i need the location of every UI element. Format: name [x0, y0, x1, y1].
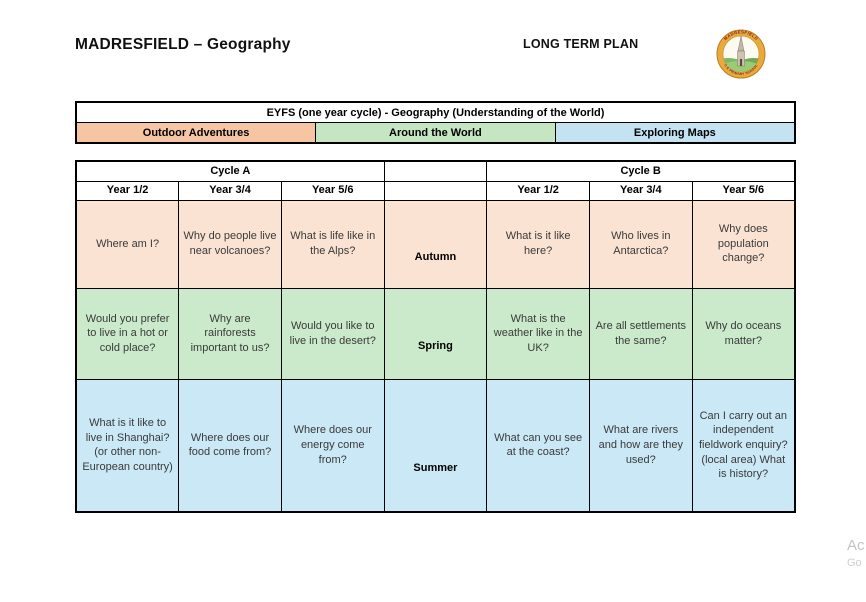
topic-cell: What is it like to live in Shanghai? (or… [75, 378, 180, 513]
season-column-spacer [383, 180, 488, 201]
page-title: MADRESFIELD – Geography [75, 36, 291, 53]
topic-cell: What is it like here? [486, 199, 590, 289]
activation-watermark-line1: Ac [847, 537, 865, 554]
crest-hills-and-church [723, 36, 759, 72]
cycle-a-year-3-4-header: Year 3/4 [178, 180, 282, 201]
topic-cell: What are rivers and how are they used? [588, 378, 693, 513]
topic-cell: Where am I? [75, 199, 180, 289]
topic-cell: Why do oceans matter? [691, 287, 796, 380]
topic-cell: Why are rainforests important to us? [178, 287, 282, 380]
topic-cell: Why does population change? [691, 199, 796, 289]
season-label-spring: Spring [383, 287, 488, 380]
eyfs-topic-exploring-maps: Exploring Maps [554, 122, 796, 144]
cycle-a-year-1-2-header: Year 1/2 [75, 180, 180, 201]
topic-cell: What is the weather like in the UK? [486, 287, 590, 380]
season-label-autumn: Autumn [383, 199, 488, 289]
topic-cell: What is life like in the Alps? [280, 199, 385, 289]
topic-cell: Are all settlements the same? [588, 287, 693, 380]
topic-cell: What can you see at the coast? [486, 378, 590, 513]
topic-cell: Can I carry out an independent fieldwork… [691, 378, 796, 513]
cycle-a-header: Cycle A [75, 160, 385, 182]
eyfs-table-title: EYFS (one year cycle) - Geography (Under… [75, 101, 796, 123]
long-term-plan-label: LONG TERM PLAN [523, 37, 639, 51]
topic-cell: Where does our energy come from? [280, 378, 385, 513]
topic-cell: Why do people live near volcanoes? [178, 199, 282, 289]
eyfs-topic-outdoor-adventures: Outdoor Adventures [75, 122, 317, 144]
topic-cell: Who lives in Antarctica? [588, 199, 693, 289]
school-crest-logo: MADRESFIELD C E PRIMARY SCHOOL [716, 29, 766, 79]
cycle-a-year-5-6-header: Year 5/6 [280, 180, 385, 201]
spring-row: Would you prefer to live in a hot or col… [75, 287, 796, 380]
topic-cell: Would you prefer to live in a hot or col… [75, 287, 180, 380]
eyfs-topic-around-the-world: Around the World [315, 122, 556, 144]
activation-watermark: Ac Go [847, 537, 865, 570]
cycle-b-year-1-2-header: Year 1/2 [486, 180, 590, 201]
summer-row: What is it like to live in Shanghai? (or… [75, 378, 796, 513]
topic-cell: Would you like to live in the desert? [280, 287, 385, 380]
eyfs-cycle-table: EYFS (one year cycle) - Geography (Under… [75, 101, 796, 144]
season-column-spacer [383, 160, 488, 182]
cycle-header-row: Cycle A Cycle B [75, 160, 796, 182]
cycle-b-year-3-4-header: Year 3/4 [588, 180, 693, 201]
long-term-plan-table: Cycle A Cycle B Year 1/2 Year 3/4 Year 5… [75, 160, 796, 513]
activation-watermark-line2: Go [847, 557, 862, 569]
topic-cell: Where does our food come from? [178, 378, 282, 513]
year-header-row: Year 1/2 Year 3/4 Year 5/6 Year 1/2 Year… [75, 180, 796, 201]
cycle-b-header: Cycle B [486, 160, 796, 182]
cycle-b-year-5-6-header: Year 5/6 [691, 180, 796, 201]
autumn-row: Where am I? Why do people live near volc… [75, 199, 796, 289]
season-label-summer: Summer [383, 378, 488, 513]
